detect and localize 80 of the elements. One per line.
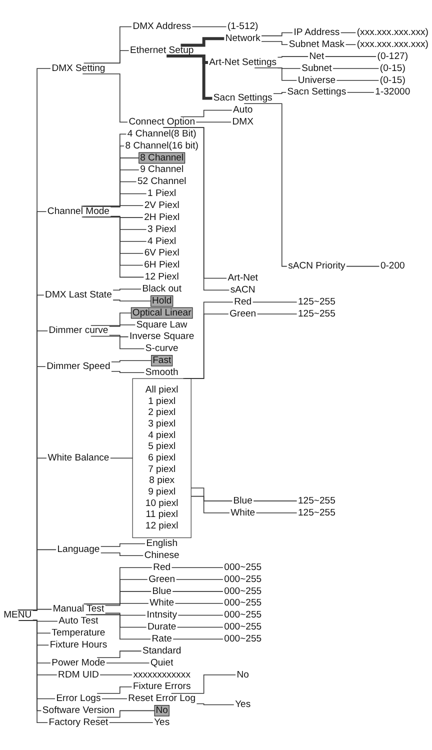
connector — [86, 614, 151, 640]
connector — [176, 627, 224, 628]
connector — [100, 674, 132, 676]
connector — [18, 550, 56, 611]
connector — [83, 26, 132, 64]
connector — [96, 710, 155, 718]
connector — [190, 488, 232, 502]
connector — [100, 544, 146, 548]
connector — [90, 194, 147, 207]
connector — [196, 122, 232, 123]
connector — [112, 300, 152, 302]
connector — [254, 68, 298, 82]
connector — [180, 38, 226, 48]
node-text: No — [236, 670, 249, 680]
connector — [172, 639, 224, 640]
connector — [261, 41, 288, 46]
connector — [256, 314, 298, 315]
connector — [111, 360, 152, 363]
connector — [106, 662, 150, 664]
connector — [17, 68, 51, 611]
connector — [172, 591, 224, 592]
connector — [176, 579, 224, 580]
connector — [244, 104, 288, 267]
connector — [112, 289, 142, 291]
connector — [252, 302, 298, 303]
connector — [253, 500, 298, 502]
connector — [82, 158, 140, 207]
connector — [18, 620, 48, 724]
connector — [261, 32, 293, 37]
node-text: RDM UID — [58, 670, 99, 680]
connector — [32, 620, 58, 622]
connector — [346, 92, 374, 94]
connector — [336, 80, 380, 82]
connector — [192, 26, 227, 28]
connector — [256, 512, 298, 514]
connector — [110, 216, 144, 218]
connector — [104, 603, 149, 606]
connector — [110, 458, 133, 459]
node-text: xxxxxxxxxxxx — [133, 670, 190, 680]
connector — [180, 110, 232, 118]
connector — [111, 371, 145, 374]
connector — [100, 552, 144, 556]
connector — [110, 206, 144, 208]
cluster — [132, 378, 192, 538]
connector — [345, 44, 356, 46]
connector — [170, 674, 236, 694]
connector — [96, 650, 142, 658]
connector — [102, 698, 128, 700]
connector — [90, 591, 152, 605]
connector — [86, 579, 148, 605]
connector — [178, 615, 224, 616]
connector — [346, 266, 380, 267]
connector — [18, 212, 47, 611]
connector — [83, 170, 140, 207]
connector — [108, 722, 154, 724]
connector — [324, 56, 376, 58]
connector — [83, 568, 152, 605]
connector — [90, 50, 130, 64]
connector — [196, 704, 234, 706]
connector — [18, 330, 48, 611]
connector — [81, 146, 124, 207]
connector — [104, 613, 146, 616]
connector — [18, 366, 46, 611]
connector — [273, 92, 286, 94]
connector — [340, 32, 356, 34]
connector — [90, 336, 145, 350]
connector — [108, 335, 129, 338]
connector — [90, 312, 132, 326]
connector — [81, 216, 144, 278]
connector — [332, 68, 380, 70]
connector — [277, 56, 308, 58]
connector — [86, 182, 137, 207]
connector — [32, 609, 52, 612]
connector — [166, 54, 214, 100]
connector — [80, 134, 127, 207]
connector — [190, 496, 230, 514]
connector — [174, 603, 224, 604]
connector — [108, 324, 136, 328]
connector — [96, 686, 132, 694]
connector — [82, 74, 128, 123]
